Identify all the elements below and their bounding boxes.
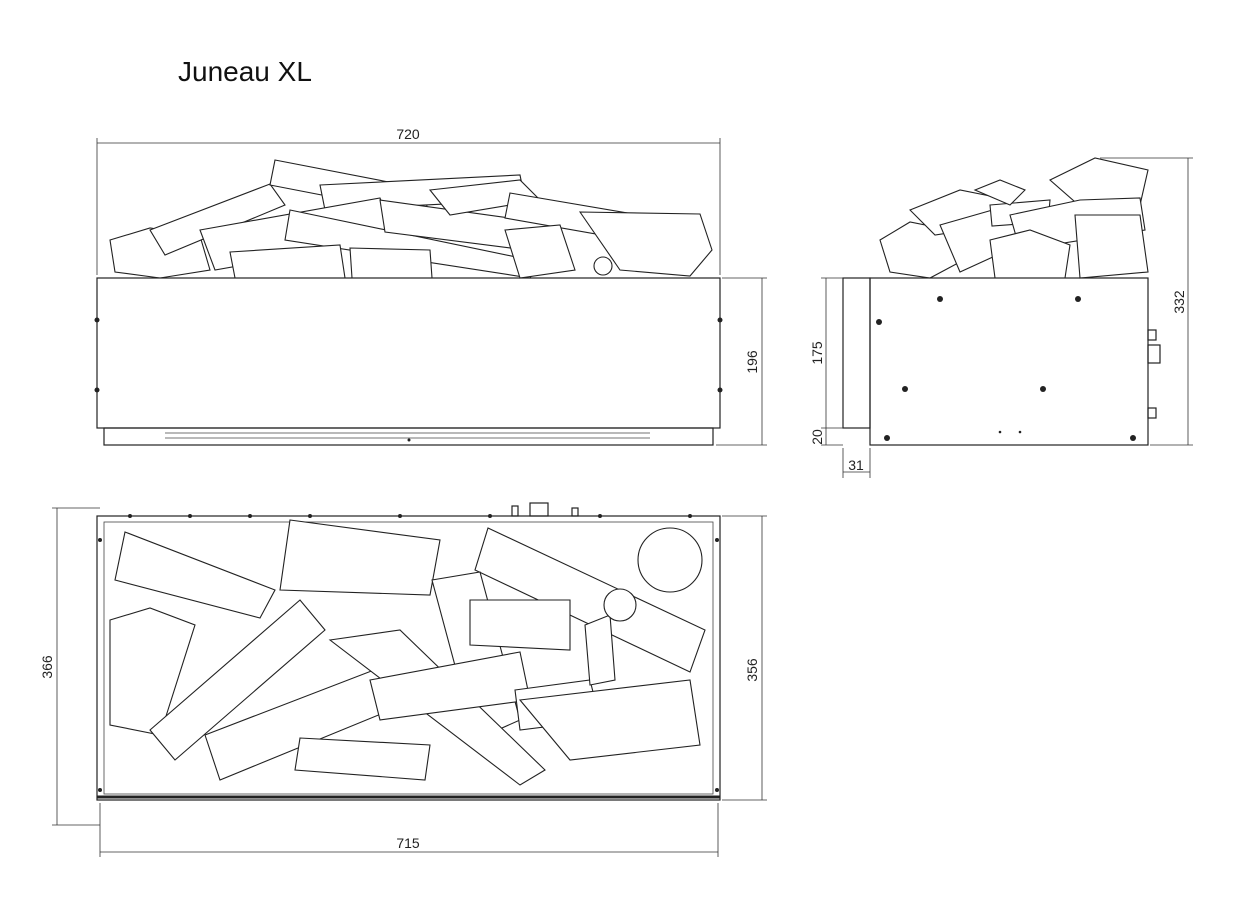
dim-side-foot-height: 20 bbox=[809, 429, 825, 445]
front-base bbox=[103, 427, 714, 446]
side-body bbox=[869, 277, 1149, 446]
dim-front-height: 196 bbox=[744, 350, 760, 374]
side-view: 175 20 31 332 bbox=[809, 157, 1193, 478]
top-view: 366 356 715 bbox=[39, 502, 767, 857]
dim-top-outer-depth: 366 bbox=[39, 655, 55, 679]
side-logs bbox=[879, 157, 1149, 279]
front-panel bbox=[96, 277, 721, 429]
front-logs bbox=[109, 159, 713, 279]
top-edge-bolts bbox=[98, 514, 719, 792]
dim-top-width: 715 bbox=[396, 835, 420, 851]
top-outline bbox=[96, 515, 721, 801]
side-front-frame bbox=[842, 277, 871, 429]
dim-side-total-height: 332 bbox=[1171, 290, 1187, 314]
dim-front-width: 720 bbox=[396, 126, 420, 142]
drawing-title: Juneau XL bbox=[178, 56, 312, 87]
front-view: 720 196 bbox=[94, 126, 767, 446]
dim-top-inner-depth: 356 bbox=[744, 658, 760, 682]
dim-side-front-depth: 31 bbox=[848, 457, 864, 473]
dim-side-body-height: 175 bbox=[809, 341, 825, 365]
top-logs bbox=[109, 519, 706, 786]
